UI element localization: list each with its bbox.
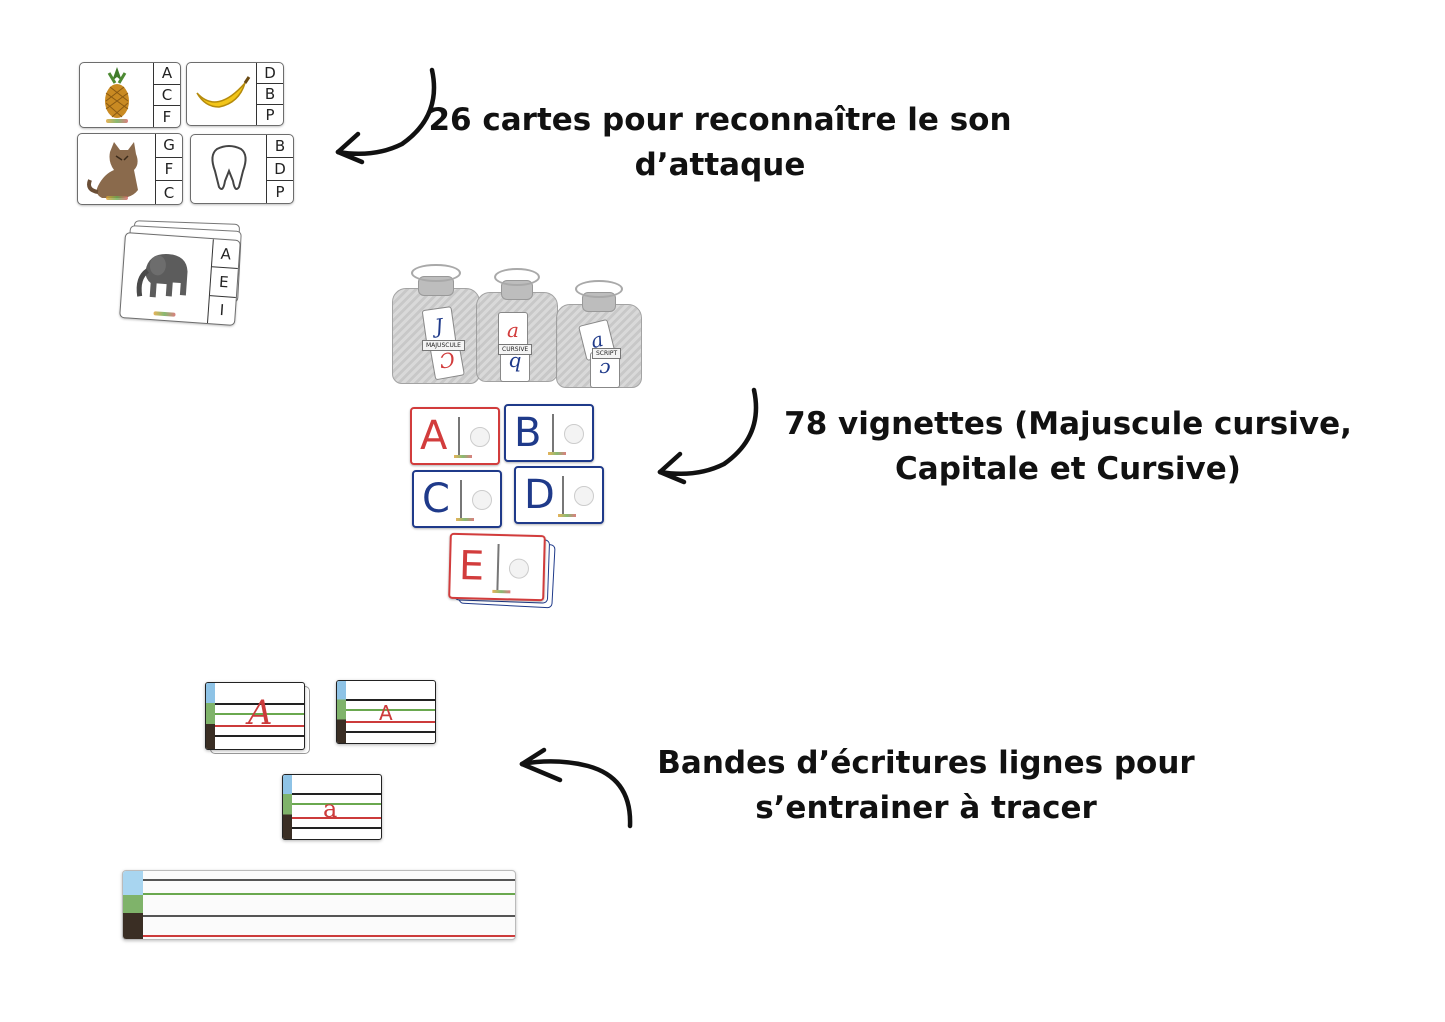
letter-glyph: C [422,476,450,522]
letter-card-c: C [412,470,502,528]
letter-option[interactable]: B [257,84,283,105]
brand-logo [106,119,128,123]
letter-option[interactable]: C [154,85,180,107]
caption-line: Capitale et Cursive) [895,451,1241,487]
letter-card-a: A [410,407,500,465]
letter-option[interactable]: C [163,183,175,202]
caption-line: d’attaque [634,147,806,183]
letter-options: A E I [206,239,240,325]
letter-option[interactable]: F [162,107,172,126]
letter-option[interactable]: D [257,63,283,84]
letter-option[interactable]: P [265,106,275,124]
writing-glyph: A [248,693,273,733]
letter-option[interactable]: P [275,183,285,201]
picture-card-banana: D B P [186,62,284,126]
picture-card-elephant: A E I [119,232,241,326]
letter-option[interactable]: A [154,63,180,85]
arrow-icon [657,387,759,485]
bag-cursive: a b CURSIVE [476,266,558,382]
writing-card-capital: A [336,680,436,744]
letter-option[interactable]: G [156,134,182,158]
letter-option[interactable]: B [267,135,293,158]
letter-glyph: B [514,410,542,456]
brand-logo [558,514,576,517]
letter-card-e: E [448,532,546,602]
letter-options: G F C [155,134,182,204]
bag-label: CURSIVE [498,344,533,355]
caption-cards: 26 cartes pour reconnaître le son d’atta… [410,98,1030,188]
caption-line: Bandes d’écritures lignes pour [657,745,1195,781]
pineapple-icon [105,67,129,118]
letter-glyph: D [524,472,555,518]
brand-logo [106,196,128,200]
caption-vignettes: 78 vignettes (Majuscule cursive, Capital… [768,402,1368,492]
letter-option[interactable]: F [156,158,182,182]
writing-glyph: A [379,701,393,725]
letter-options: B D P [266,135,293,203]
picture-card-tooth: B D P [190,134,294,204]
brand-logo [456,518,474,521]
letter-option[interactable]: I [219,301,225,320]
banana-icon [196,76,251,108]
bag-script: a c SCRIPT [556,278,642,388]
tooth-icon [211,145,247,190]
letter-option[interactable]: E [209,267,238,298]
writing-glyph: a [323,795,338,823]
bag-label: SCRIPT [592,348,622,359]
picture-card-pineapple: A C F [79,62,181,128]
letter-options: A C F [153,63,180,127]
brand-logo [492,589,511,594]
bag-majuscule: J C MAJUSCULE [392,262,480,384]
arrow-icon [519,747,633,829]
letter-card-b: B [504,404,594,462]
mini-vignette: a [498,312,528,348]
brand-logo [454,455,472,458]
writing-band [122,870,516,940]
brand-logo [153,311,176,317]
arrow-icon [335,67,437,165]
elephant-icon [136,254,188,298]
letter-option[interactable]: D [267,158,293,181]
writing-card-cursive: A [205,682,305,750]
caption-strips: Bandes d’écritures lignes pour s’entrain… [636,741,1216,831]
brand-logo [548,452,566,455]
letter-option[interactable]: A [211,239,240,270]
letter-glyph: A [420,413,448,459]
cat-icon [87,142,138,198]
letter-glyph: E [458,543,485,590]
caption-line: s’entrainer à tracer [755,790,1097,826]
picture-card-cat: G F C [77,133,183,205]
letter-card-d: D [514,466,604,524]
bag-label: MAJUSCULE [422,340,465,351]
letter-options: D B P [256,63,283,125]
caption-line: 26 cartes pour reconnaître le son [428,102,1012,138]
caption-line: 78 vignettes (Majuscule cursive, [784,406,1352,442]
writing-card-script: a [282,774,382,840]
